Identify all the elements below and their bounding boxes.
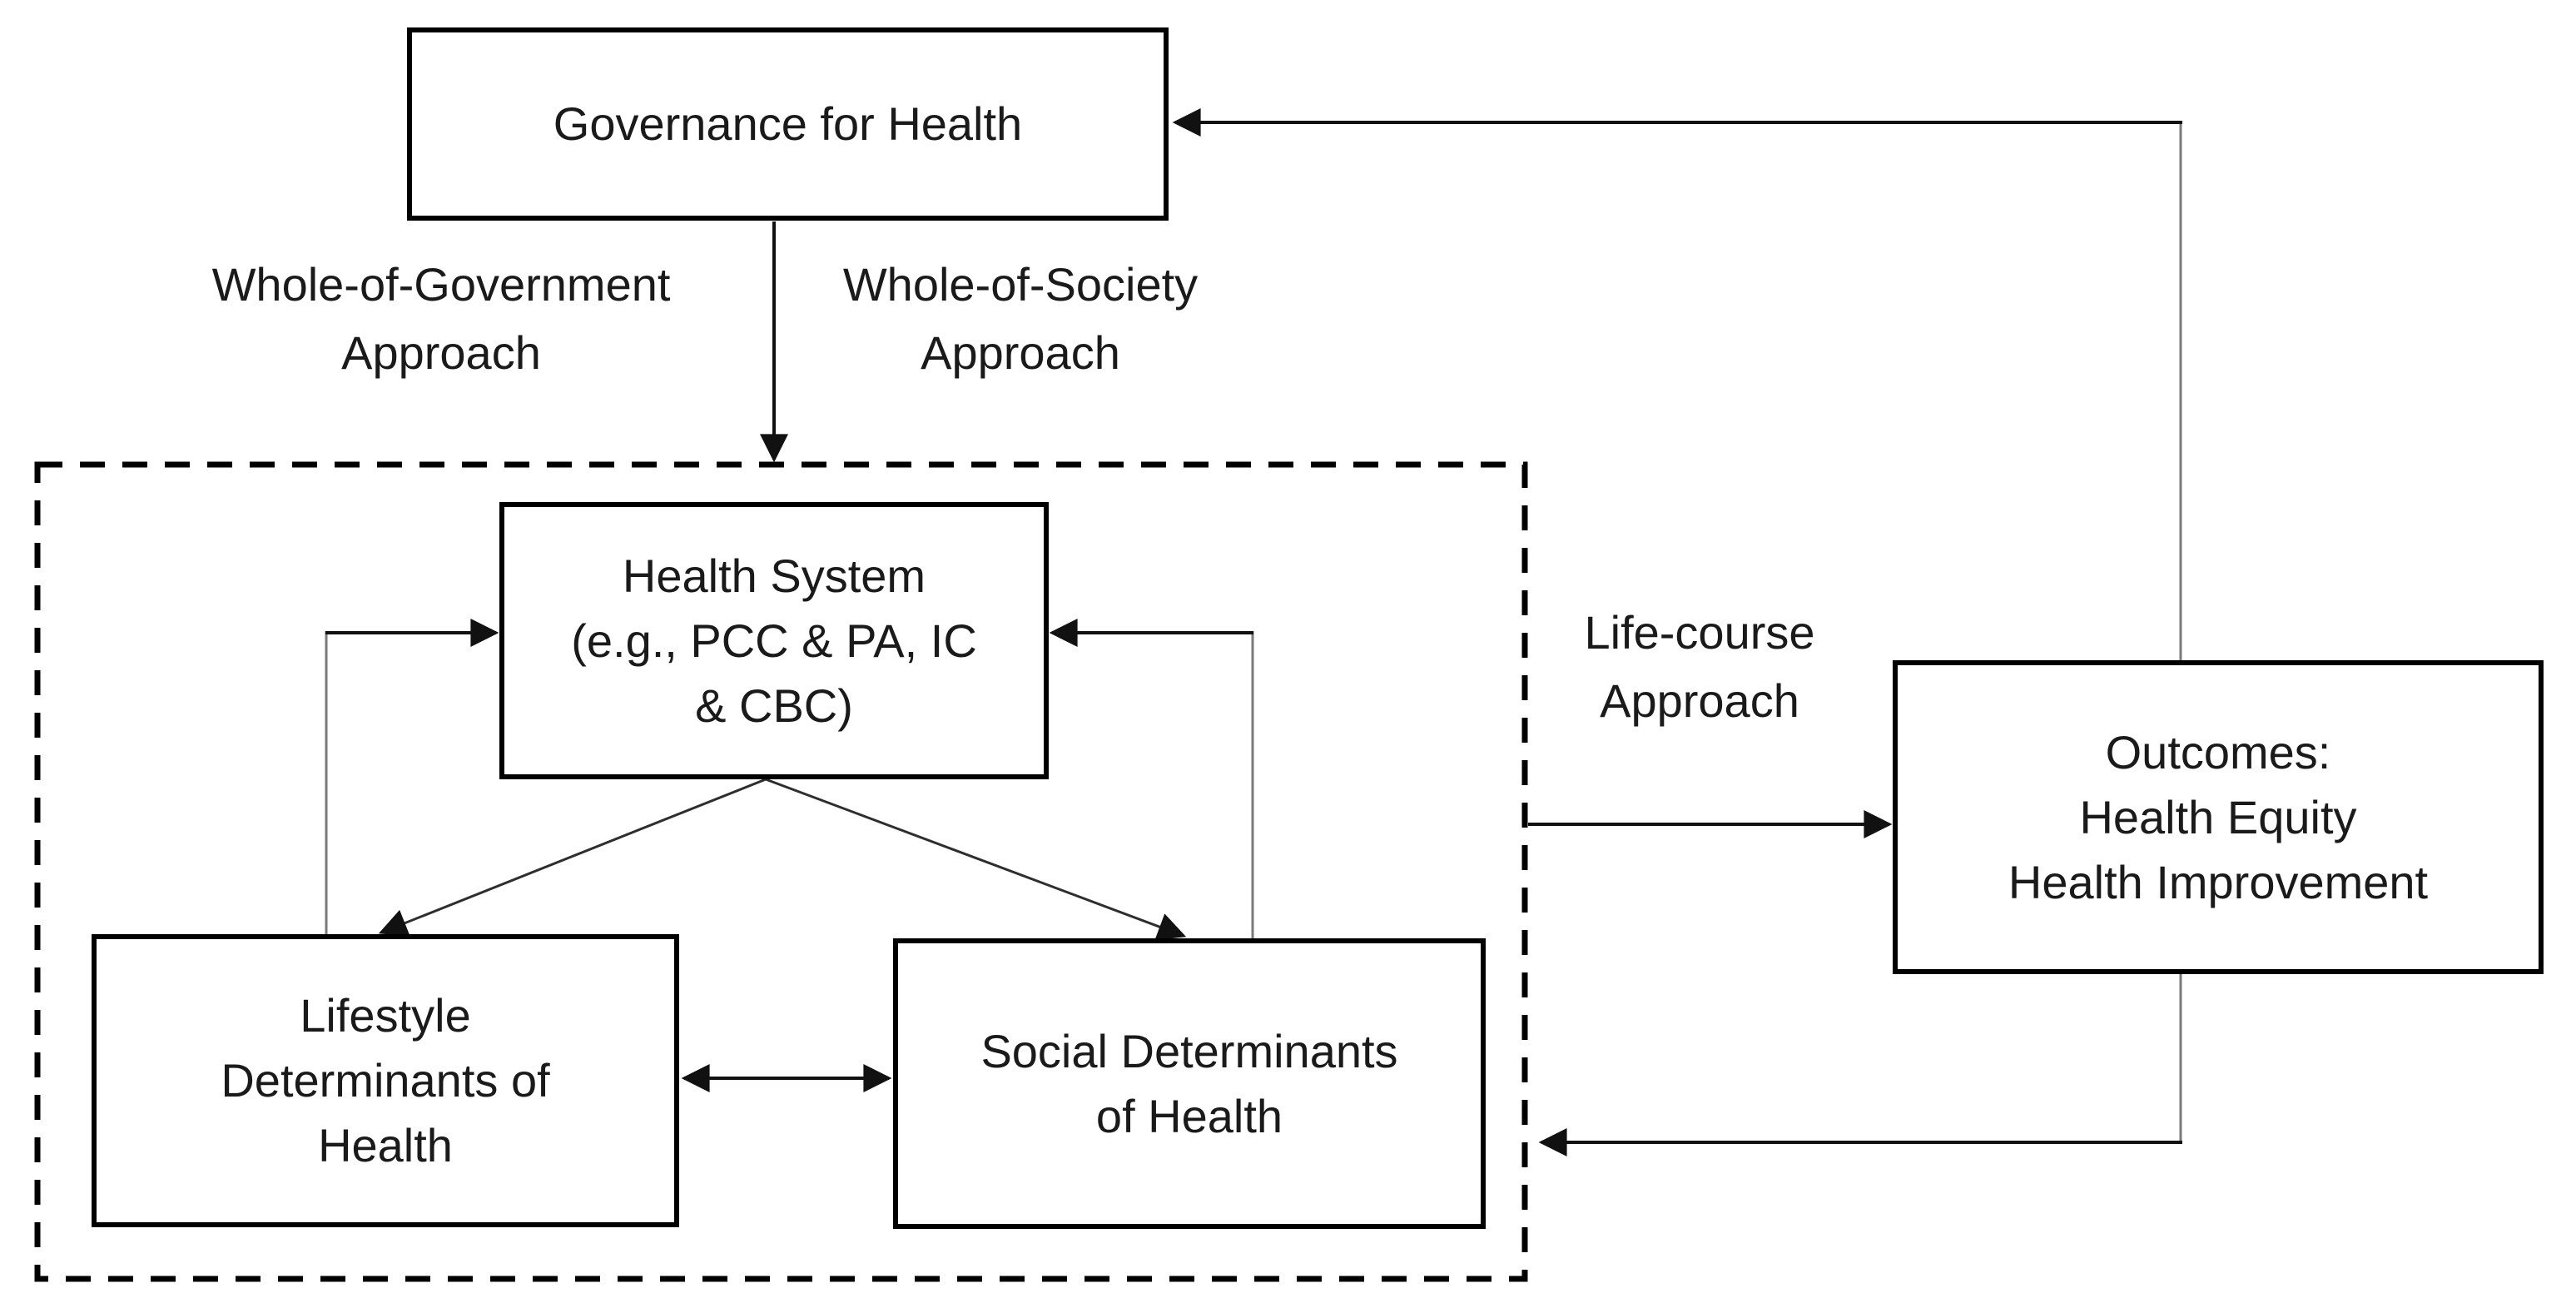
arrow-healthsystem-to-lifestyle bbox=[378, 778, 767, 937]
label-whole-of-government-approach: Whole-of-Government Approach bbox=[108, 251, 774, 387]
node-lifestyle-determinants: Lifestyle Determinants of Health bbox=[92, 934, 679, 1227]
node-line: Governance for Health bbox=[553, 97, 1023, 150]
label-line: Whole-of-Society bbox=[842, 258, 1199, 311]
node-line: Health Equity bbox=[2079, 790, 2357, 843]
node-line: Lifestyle bbox=[300, 989, 471, 1042]
node-line: (e.g., PCC & PA, IC bbox=[571, 614, 977, 667]
label-line: Life-course bbox=[1584, 606, 1815, 659]
arrow-healthsystem-to-social bbox=[765, 778, 1187, 941]
node-line: Health Improvement bbox=[2008, 855, 2429, 908]
node-health-system: Health System (e.g., PCC & PA, IC & CBC) bbox=[499, 502, 1049, 779]
node-governance-for-health: Governance for Health bbox=[407, 27, 1169, 221]
node-line: Social Determinants bbox=[980, 1024, 1398, 1077]
node-social-text: Social Determinants of Health bbox=[980, 1019, 1397, 1149]
node-outcomes: Outcomes: Health Equity Health Improveme… bbox=[1893, 660, 2544, 974]
node-line: Health System bbox=[622, 549, 926, 602]
node-line: & CBC) bbox=[695, 679, 853, 732]
node-health-system-text: Health System (e.g., PCC & PA, IC & CBC) bbox=[571, 544, 977, 739]
node-social-determinants: Social Determinants of Health bbox=[893, 938, 1486, 1229]
node-outcomes-text: Outcomes: Health Equity Health Improveme… bbox=[2008, 720, 2428, 915]
node-lifestyle-text: Lifestyle Determinants of Health bbox=[221, 983, 549, 1178]
label-line: Approach bbox=[1600, 674, 1799, 727]
dashed-system-boundary bbox=[34, 461, 1528, 1282]
label-line: Whole-of-Government bbox=[211, 258, 671, 311]
node-line: Outcomes: bbox=[2105, 725, 2331, 778]
node-line: of Health bbox=[1095, 1089, 1283, 1142]
label-line: Approach bbox=[921, 326, 1120, 379]
node-governance-text: Governance for Health bbox=[553, 92, 1022, 157]
label-line: Approach bbox=[341, 326, 541, 379]
node-line: Health bbox=[318, 1119, 453, 1171]
label-life-course-approach: Life-course Approach bbox=[1450, 599, 1949, 735]
node-line: Determinants of bbox=[221, 1054, 550, 1107]
label-whole-of-society-approach: Whole-of-Society Approach bbox=[687, 251, 1353, 387]
